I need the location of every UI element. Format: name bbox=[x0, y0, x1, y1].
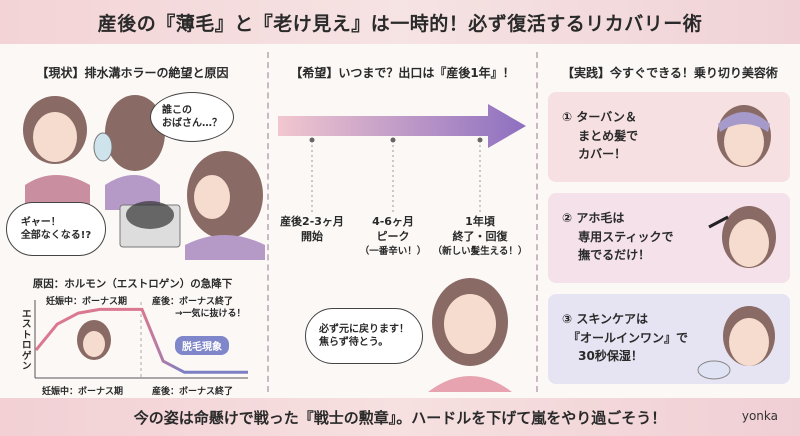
column-divider bbox=[536, 52, 538, 392]
header-banner: 産後の『薄毛』と『老け見え』は一時的！必ず復活するリカバリー術 bbox=[0, 0, 800, 44]
col1-heading: 【現状】排水溝ホラーの絶望と原因 bbox=[36, 66, 229, 80]
estrogen-chart bbox=[34, 300, 248, 379]
author-signature: yonka bbox=[741, 409, 778, 423]
hair-stick-woman-icon bbox=[708, 206, 776, 268]
chart-bottom-label-postpartum: 産後：ボーナス終了 bbox=[152, 387, 234, 397]
hair-loss-badge: 脱毛現象 bbox=[175, 336, 229, 355]
chart-top-label-postpartum: 産後：ボーナス終了 bbox=[152, 297, 234, 307]
milestone-dot bbox=[477, 137, 483, 143]
chart-annotation: →一気に抜ける！ bbox=[175, 309, 246, 319]
happy-woman-icon bbox=[428, 278, 512, 392]
turban-woman-icon bbox=[717, 105, 771, 167]
chart-bottom-label-pregnancy: 妊娠中：ボーナス期 bbox=[42, 387, 124, 397]
milestone-recovery: 1年頃終了・回復（新しい髪生える！） bbox=[432, 215, 528, 257]
tip-card-skincare: ③ スキンケアは 『オールインワン』で 30秒保湿！ bbox=[548, 294, 790, 384]
col2-heading: 【希望】いつまで？出口は『産後1年』！ bbox=[290, 66, 515, 80]
reassurance-bubble: 必ず元に戻ります！ 焦らず待とう。 bbox=[305, 308, 423, 364]
chart-title: 原因：ホルモン（エストロゲン）の急降下 bbox=[32, 278, 233, 290]
drain-hair-icon bbox=[119, 201, 181, 248]
skincare-woman-icon bbox=[697, 306, 775, 380]
milestone-start: 産後2-3ヶ月開始 bbox=[280, 215, 344, 244]
scream-bubble: ギャー！ 全部なくなる!? bbox=[6, 202, 106, 256]
estrogen-line bbox=[34, 307, 248, 374]
col3-heading: 【実践】今すぐできる！乗り切り美容術 bbox=[562, 66, 778, 80]
tip-card-turban: ① ターバン＆ まとめ髪で カバー！ bbox=[548, 92, 790, 182]
arrow-shape bbox=[278, 104, 526, 148]
milestone-dot bbox=[390, 137, 396, 143]
tip-card-flyaway: ② アホ毛は 専用スティックで 撫でるだけ！ bbox=[548, 193, 790, 283]
smiling-woman-icon bbox=[77, 320, 111, 360]
milestone-peak: 4-6ヶ月ピーク（一番辛い！） bbox=[359, 215, 427, 257]
chart-top-label-pregnancy: 妊娠中：ボーナス期 bbox=[46, 297, 128, 307]
footer-banner: 今の姿は命懸けで戦った『戦士の勲章』。ハードルを下げて嵐をやり過ごそう！ yon… bbox=[0, 398, 800, 436]
thought-bubble: 誰この おばさん…？ bbox=[150, 92, 234, 142]
milestone-dot bbox=[309, 137, 315, 143]
postpartum-illustration bbox=[23, 95, 265, 260]
timeline-arrow bbox=[278, 104, 526, 212]
footer-message: 今の姿は命懸けで戦った『戦士の勲章』。ハードルを下げて嵐をやり過ごそう！ bbox=[133, 408, 667, 427]
shocked-woman-icon bbox=[185, 151, 265, 260]
worried-woman-icon bbox=[23, 96, 90, 205]
page-title: 産後の『薄毛』と『老け見え』は一時的！必ず復活するリカバリー術 bbox=[97, 12, 703, 35]
column-divider bbox=[267, 52, 269, 392]
chart-ylabel: エストロゲン bbox=[22, 309, 32, 373]
